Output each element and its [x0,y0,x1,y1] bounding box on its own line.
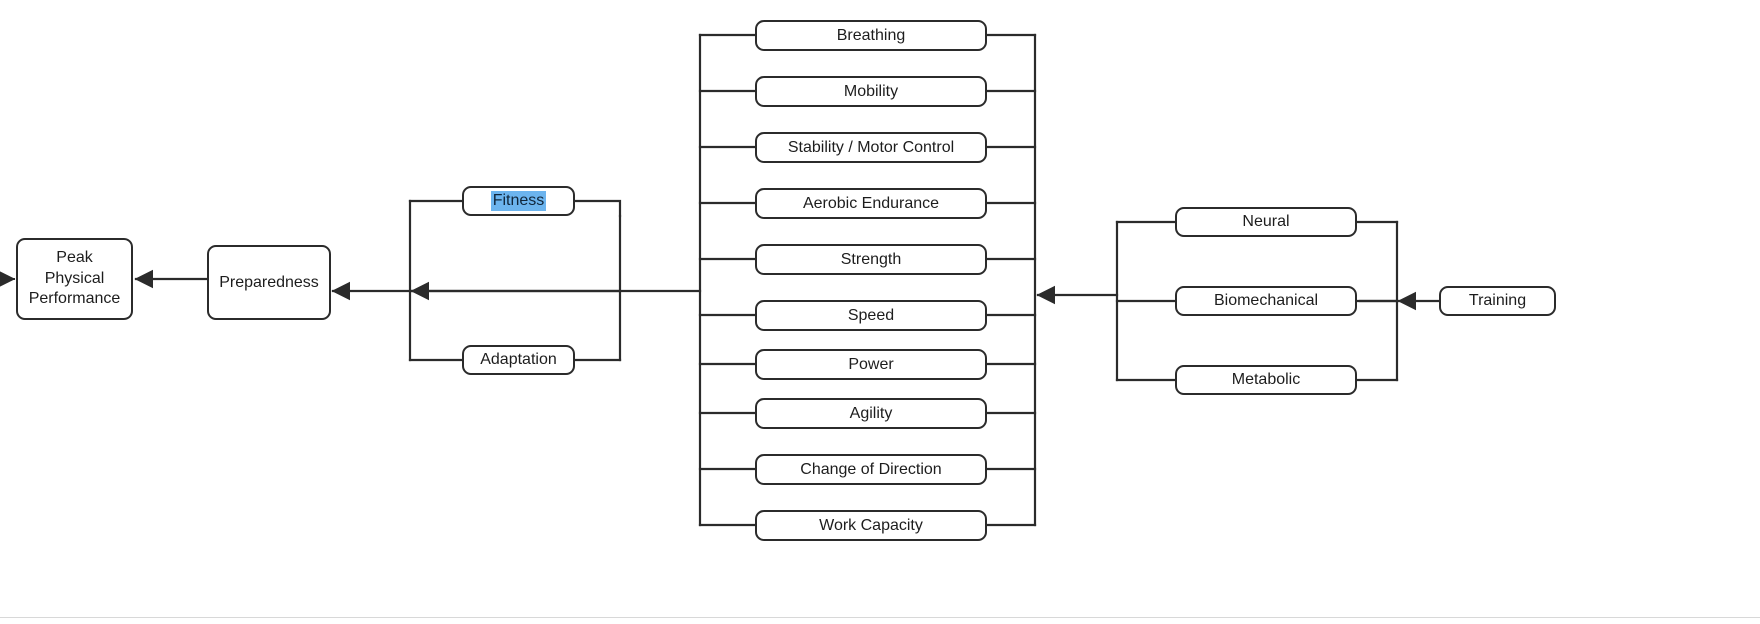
node-change-of-direction[interactable]: Change of Direction [755,454,987,485]
node-power[interactable]: Power [755,349,987,380]
node-label: Mobility [843,82,899,100]
node-peak-physical-performance[interactable]: Peak Physical Performance [16,238,133,320]
node-label: Peak Physical Performance [28,248,121,308]
node-breathing[interactable]: Breathing [755,20,987,51]
node-biomechanical[interactable]: Biomechanical [1175,286,1357,316]
node-work-capacity[interactable]: Work Capacity [755,510,987,541]
node-label: Speed [847,306,895,324]
node-label: Metabolic [1231,371,1301,389]
node-label: Biomechanical [1213,292,1319,310]
bottom-divider [0,617,1760,618]
node-strength[interactable]: Strength [755,244,987,275]
node-label: Neural [1242,213,1290,231]
node-label: Stability / Motor Control [787,138,955,156]
node-preparedness[interactable]: Preparedness [207,245,331,320]
node-label: Adaptation [480,351,557,369]
node-training[interactable]: Training [1439,286,1556,316]
node-label: Training [1468,292,1527,310]
node-metabolic[interactable]: Metabolic [1175,365,1357,395]
node-label: Change of Direction [800,460,942,478]
node-stability-motor-control[interactable]: Stability / Motor Control [755,132,987,163]
node-adaptation[interactable]: Adaptation [462,345,575,375]
node-label: Agility [849,404,893,422]
node-agility[interactable]: Agility [755,398,987,429]
node-label: Breathing [836,26,906,44]
node-label: Work Capacity [819,516,923,534]
node-aerobic-endurance[interactable]: Aerobic Endurance [755,188,987,219]
node-fitness[interactable]: Fitness [462,186,575,216]
node-mobility[interactable]: Mobility [755,76,987,107]
node-label: Fitness [490,191,547,211]
node-label: Preparedness [219,273,319,291]
node-neural[interactable]: Neural [1175,207,1357,237]
node-label: Aerobic Endurance [802,194,940,212]
node-label: Power [848,355,894,373]
node-label: Strength [840,250,902,268]
node-speed[interactable]: Speed [755,300,987,331]
